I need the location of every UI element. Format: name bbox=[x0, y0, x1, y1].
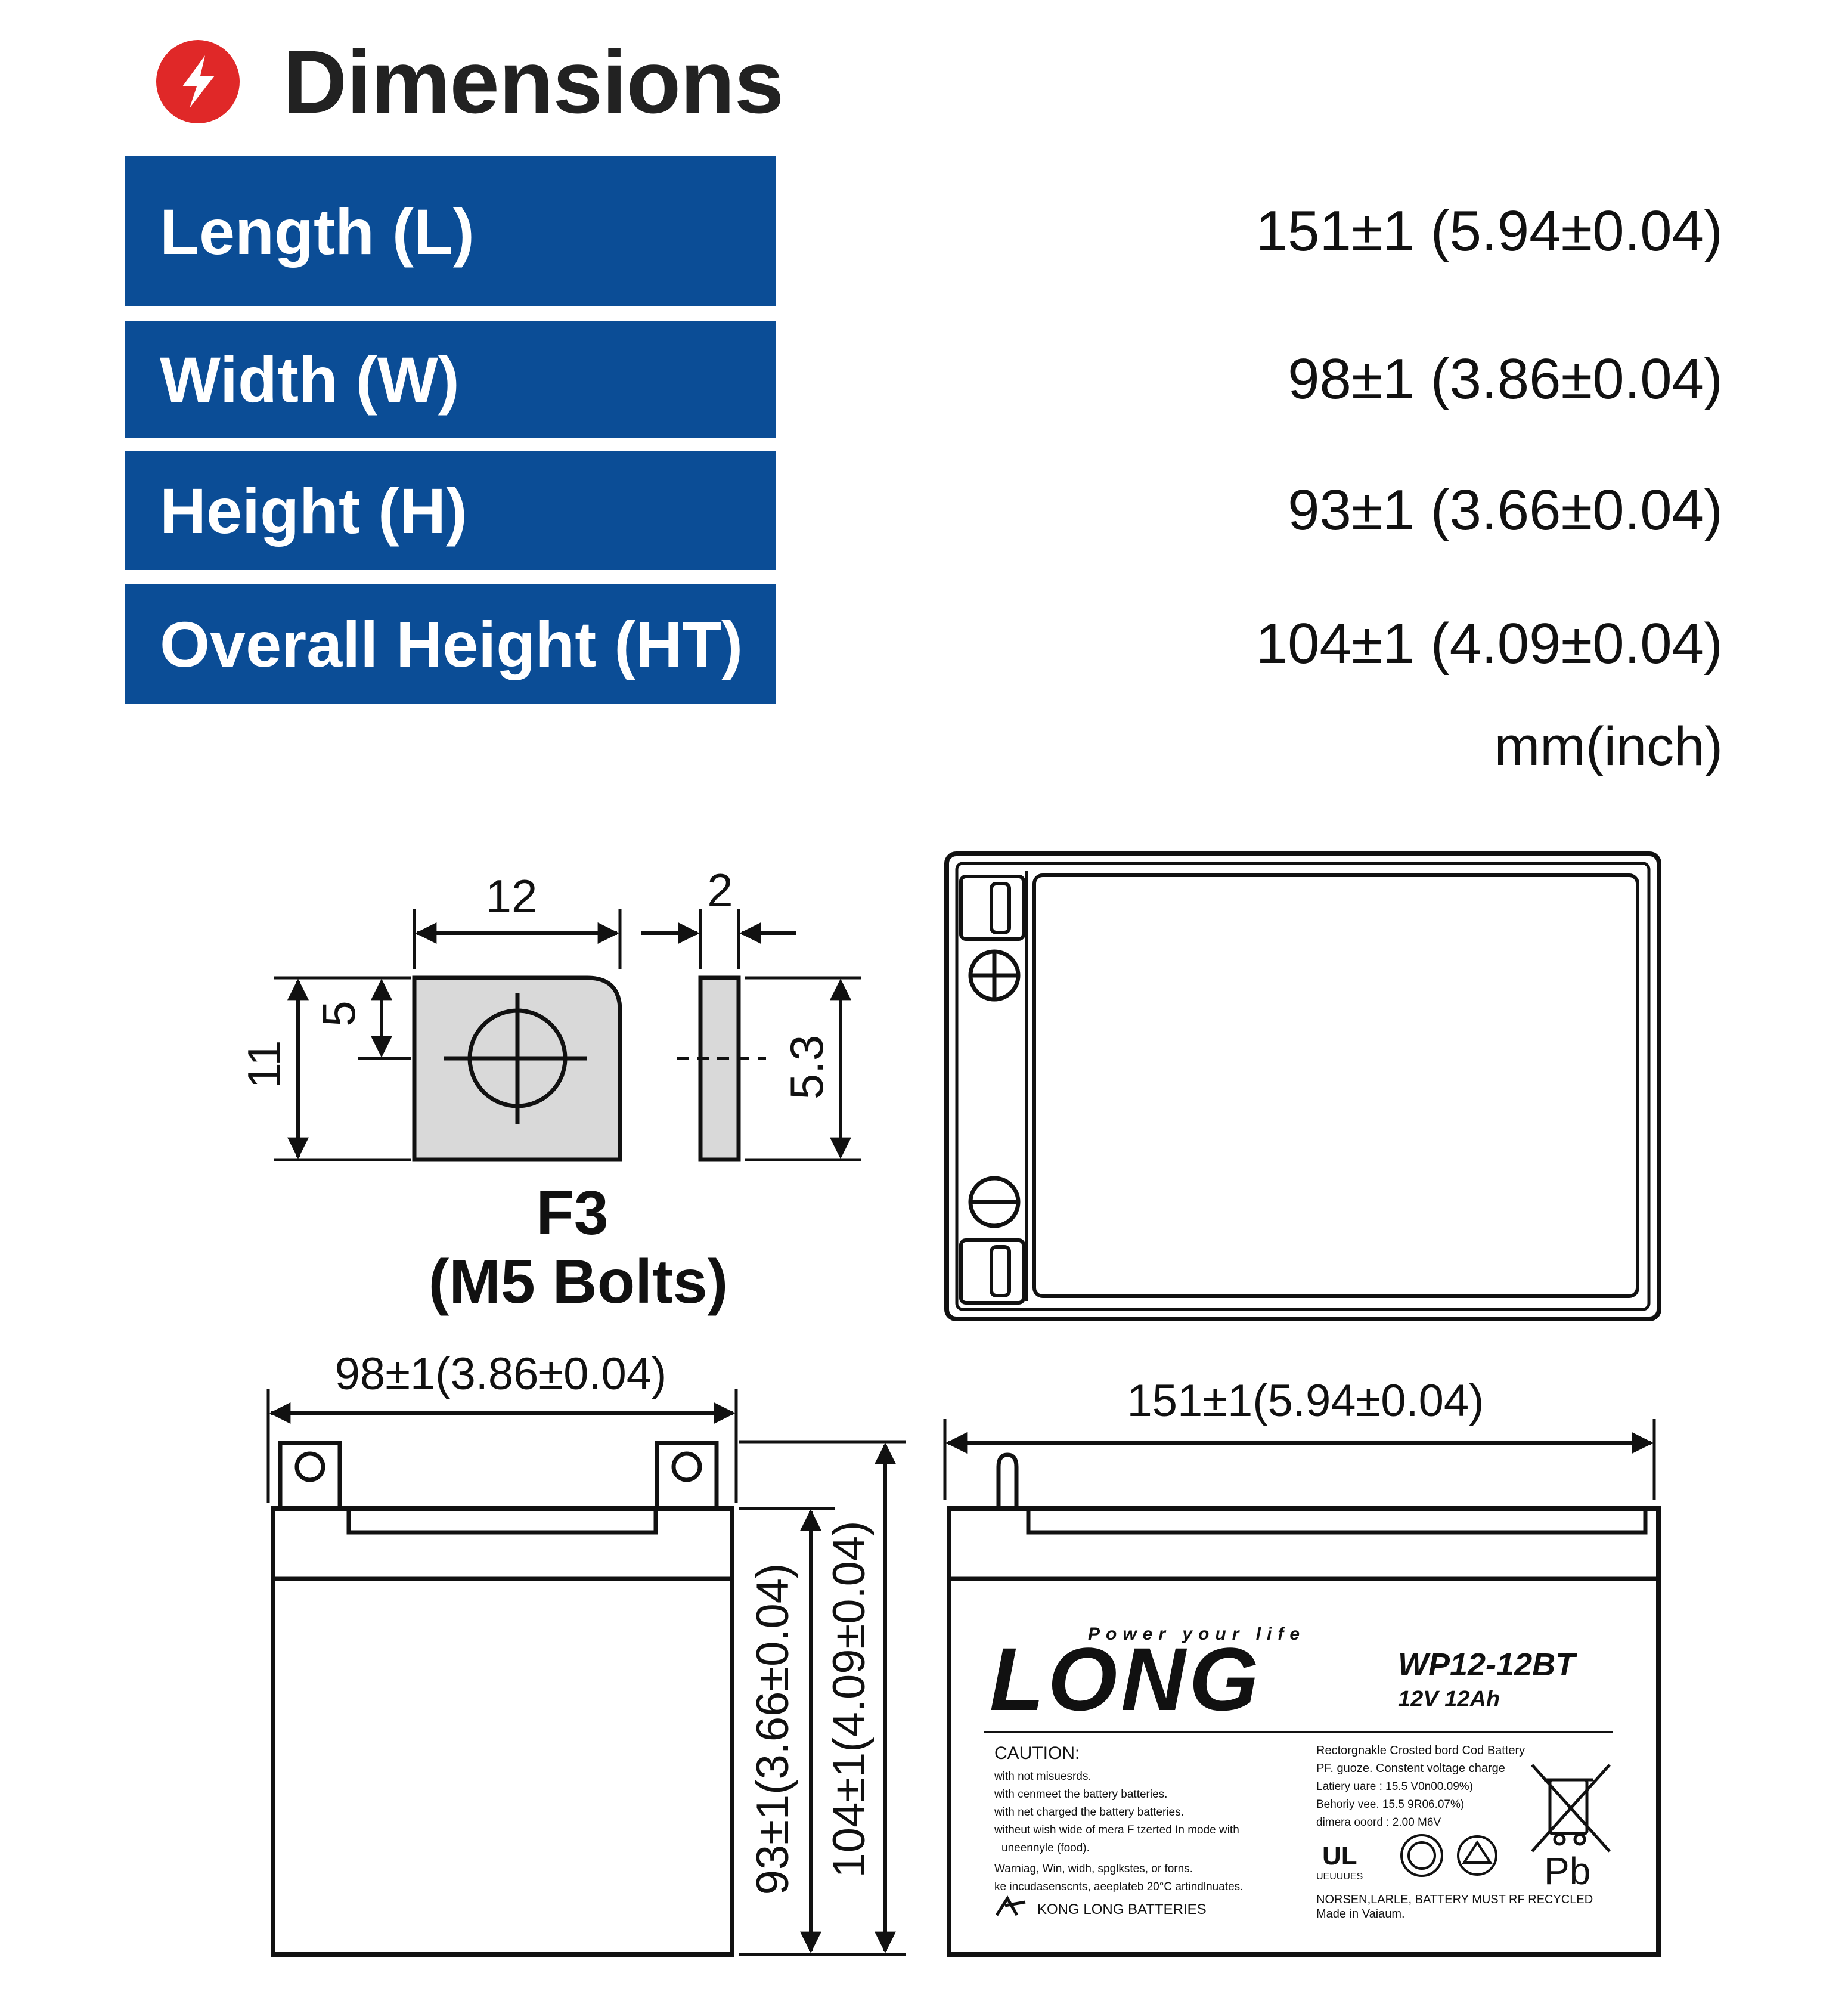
spec-row-width: Width (W) 98±1 (3.86±0.04) bbox=[125, 321, 1723, 438]
positive-terminal-icon bbox=[968, 949, 1021, 1002]
caution-line: with not misuesrds. bbox=[994, 1770, 1092, 1783]
spec-line: Rectorgnakle Crosted bord Cod Battery bbox=[1316, 1744, 1525, 1757]
front-length-dim: 151±1(5.94±0.04) bbox=[1127, 1376, 1484, 1426]
crossed-bin-icon bbox=[1531, 1764, 1611, 1853]
spec-label: Length (L) bbox=[125, 156, 776, 306]
battery-label: Power your life LONG WP12-12BT 12V 12Ah … bbox=[990, 1624, 1611, 1921]
terminal-thickness-dim: 2 bbox=[707, 864, 733, 916]
spec-line: dimera ooord : 2.00 M6V bbox=[1316, 1816, 1441, 1829]
footer-line: Made in Vaiaum. bbox=[1316, 1907, 1405, 1921]
brand-logo: LONG bbox=[990, 1629, 1262, 1729]
caution-line: with net charged the battery batteries. bbox=[994, 1806, 1184, 1819]
battery-side-view bbox=[266, 1389, 906, 1957]
spec-row-height: Height (H) 93±1 (3.66±0.04) bbox=[125, 451, 1723, 570]
caution-line: with cenmeet the battery batteries. bbox=[994, 1788, 1167, 1801]
terminal-side bbox=[698, 975, 741, 1162]
quality-seal-icon bbox=[1400, 1834, 1443, 1877]
units-label: mm(inch) bbox=[1494, 716, 1723, 777]
battery-front-view bbox=[943, 1419, 1661, 1957]
section-title: Dimensions bbox=[283, 32, 784, 132]
spec-row-overall-height: Overall Height (HT) 104±1 (4.09±0.04) bbox=[125, 584, 1723, 704]
battery-top-view bbox=[944, 851, 1661, 1321]
spec-value: 151±1 (5.94±0.04) bbox=[1255, 199, 1723, 263]
cert-mark-icon: UL bbox=[1322, 1841, 1357, 1870]
terminal-side-height-dim: 5.3 bbox=[780, 1035, 833, 1099]
spec-value: 98±1 (3.86±0.04) bbox=[1288, 347, 1723, 411]
spec-line: Latiery uare : 15.5 V0n00.09%) bbox=[1316, 1780, 1473, 1793]
footer-line: NORSEN,LARLE, BATTERY MUST RF RECYCLED bbox=[1316, 1893, 1593, 1906]
caution-line: witheut wish wide of mera F tzerted In m… bbox=[994, 1824, 1239, 1836]
spec-label: Height (H) bbox=[125, 451, 776, 570]
lightning-bolt-icon bbox=[156, 40, 240, 123]
negative-terminal-icon bbox=[968, 1176, 1021, 1228]
overall-height-dim: 104±1(4.09±0.04) bbox=[824, 1521, 875, 1878]
caution-line: Warniag, Win, widh, spglkstes, or forns. bbox=[994, 1863, 1193, 1875]
height-dim: 93±1(3.66±0.04) bbox=[748, 1563, 798, 1895]
lead-symbol: Pb bbox=[1544, 1850, 1590, 1892]
spec-label: Width (W) bbox=[125, 321, 776, 438]
company-name: KONG LONG BATTERIES bbox=[1037, 1901, 1207, 1918]
terminal-width-dim: 12 bbox=[486, 870, 538, 922]
caution-line: uneennyle (food). bbox=[1001, 1842, 1090, 1854]
terminal-detail bbox=[274, 909, 861, 1162]
recycle-icon bbox=[1457, 1835, 1497, 1876]
model-number: WP12-12BT bbox=[1398, 1647, 1577, 1683]
side-view-dimension-labels: 98±1(3.86±0.04) 93±1(3.66±0.04) 104±1(4.… bbox=[335, 1349, 875, 1895]
spec-line: Behoriy vee. 15.5 9R06.07%) bbox=[1316, 1798, 1464, 1811]
terminal-dimension-labels: 12 2 5 11 5.3 F3 (M5 Bolts) bbox=[238, 864, 833, 1317]
caution-title: CAUTION: bbox=[994, 1743, 1080, 1763]
cert-text: UEUUUES bbox=[1316, 1872, 1363, 1882]
model-rating: 12V 12Ah bbox=[1398, 1687, 1500, 1712]
spec-value: 93±1 (3.66±0.04) bbox=[1288, 478, 1723, 542]
spec-value: 104±1 (4.09±0.04) bbox=[1255, 612, 1723, 676]
section-header: Dimensions bbox=[156, 32, 784, 132]
spec-row-length: Length (L) 151±1 (5.94±0.04) bbox=[125, 156, 1723, 306]
terminal-offset-dim: 5 bbox=[312, 1000, 365, 1026]
company-logo-icon bbox=[995, 1895, 1026, 1916]
spec-line: PF. guoze. Constent voltage charge bbox=[1316, 1762, 1505, 1775]
side-width-dim: 98±1(3.86±0.04) bbox=[335, 1349, 667, 1399]
terminal-height-dim: 11 bbox=[238, 1040, 290, 1089]
spec-label: Overall Height (HT) bbox=[125, 584, 776, 704]
caution-line: ke incudasenscnts, aeeplateb 20°C artind… bbox=[994, 1881, 1243, 1893]
brand-tagline: Power your life bbox=[1088, 1624, 1306, 1644]
terminal-bolt-spec: (M5 Bolts) bbox=[429, 1247, 728, 1317]
terminal-name: F3 bbox=[536, 1179, 608, 1248]
